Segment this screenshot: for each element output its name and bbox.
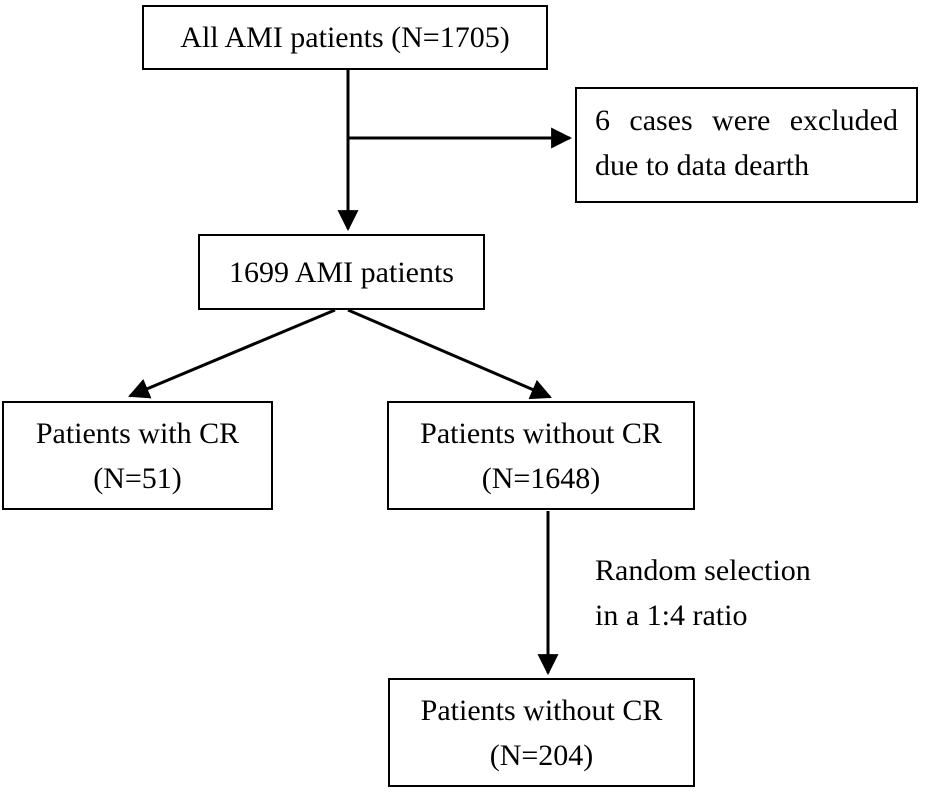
node-without-cr-204-line2: (N=204) xyxy=(489,738,594,772)
node-excluded-line2: due to data dearth xyxy=(595,149,810,182)
node-1699-text: 1699 AMI patients xyxy=(229,255,454,289)
node-all-ami-patients: All AMI patients (N=1705) xyxy=(142,5,548,70)
node-excluded-line1: 6 cases were excluded xyxy=(595,104,898,137)
node-patients-without-cr-selected: Patients without CR (N=204) xyxy=(388,678,695,787)
label-random-selection-line2: in a 1:4 ratio xyxy=(595,599,748,632)
node-without-cr-line2: (N=1648) xyxy=(481,461,601,495)
node-all-ami-text: All AMI patients (N=1705) xyxy=(180,21,510,54)
node-with-cr-line2: (N=51) xyxy=(93,461,182,495)
node-with-cr-line1: Patients with CR xyxy=(35,416,240,450)
node-excluded-cases: 6 cases were excluded due to data dearth xyxy=(575,87,918,203)
label-random-selection: Random selection in a 1:4 ratio xyxy=(595,548,811,638)
node-patients-without-cr: Patients without CR (N=1648) xyxy=(387,401,695,510)
node-patients-with-cr: Patients with CR (N=51) xyxy=(2,401,273,510)
node-without-cr-line1: Patients without CR xyxy=(420,416,662,450)
node-without-cr-204-line1: Patients without CR xyxy=(420,693,663,727)
arrow-1699-to-without-cr xyxy=(347,308,552,400)
arrow-1699-to-with-cr xyxy=(128,308,336,399)
label-random-selection-line1: Random selection xyxy=(595,554,811,587)
node-1699-ami-patients: 1699 AMI patients xyxy=(198,234,485,310)
